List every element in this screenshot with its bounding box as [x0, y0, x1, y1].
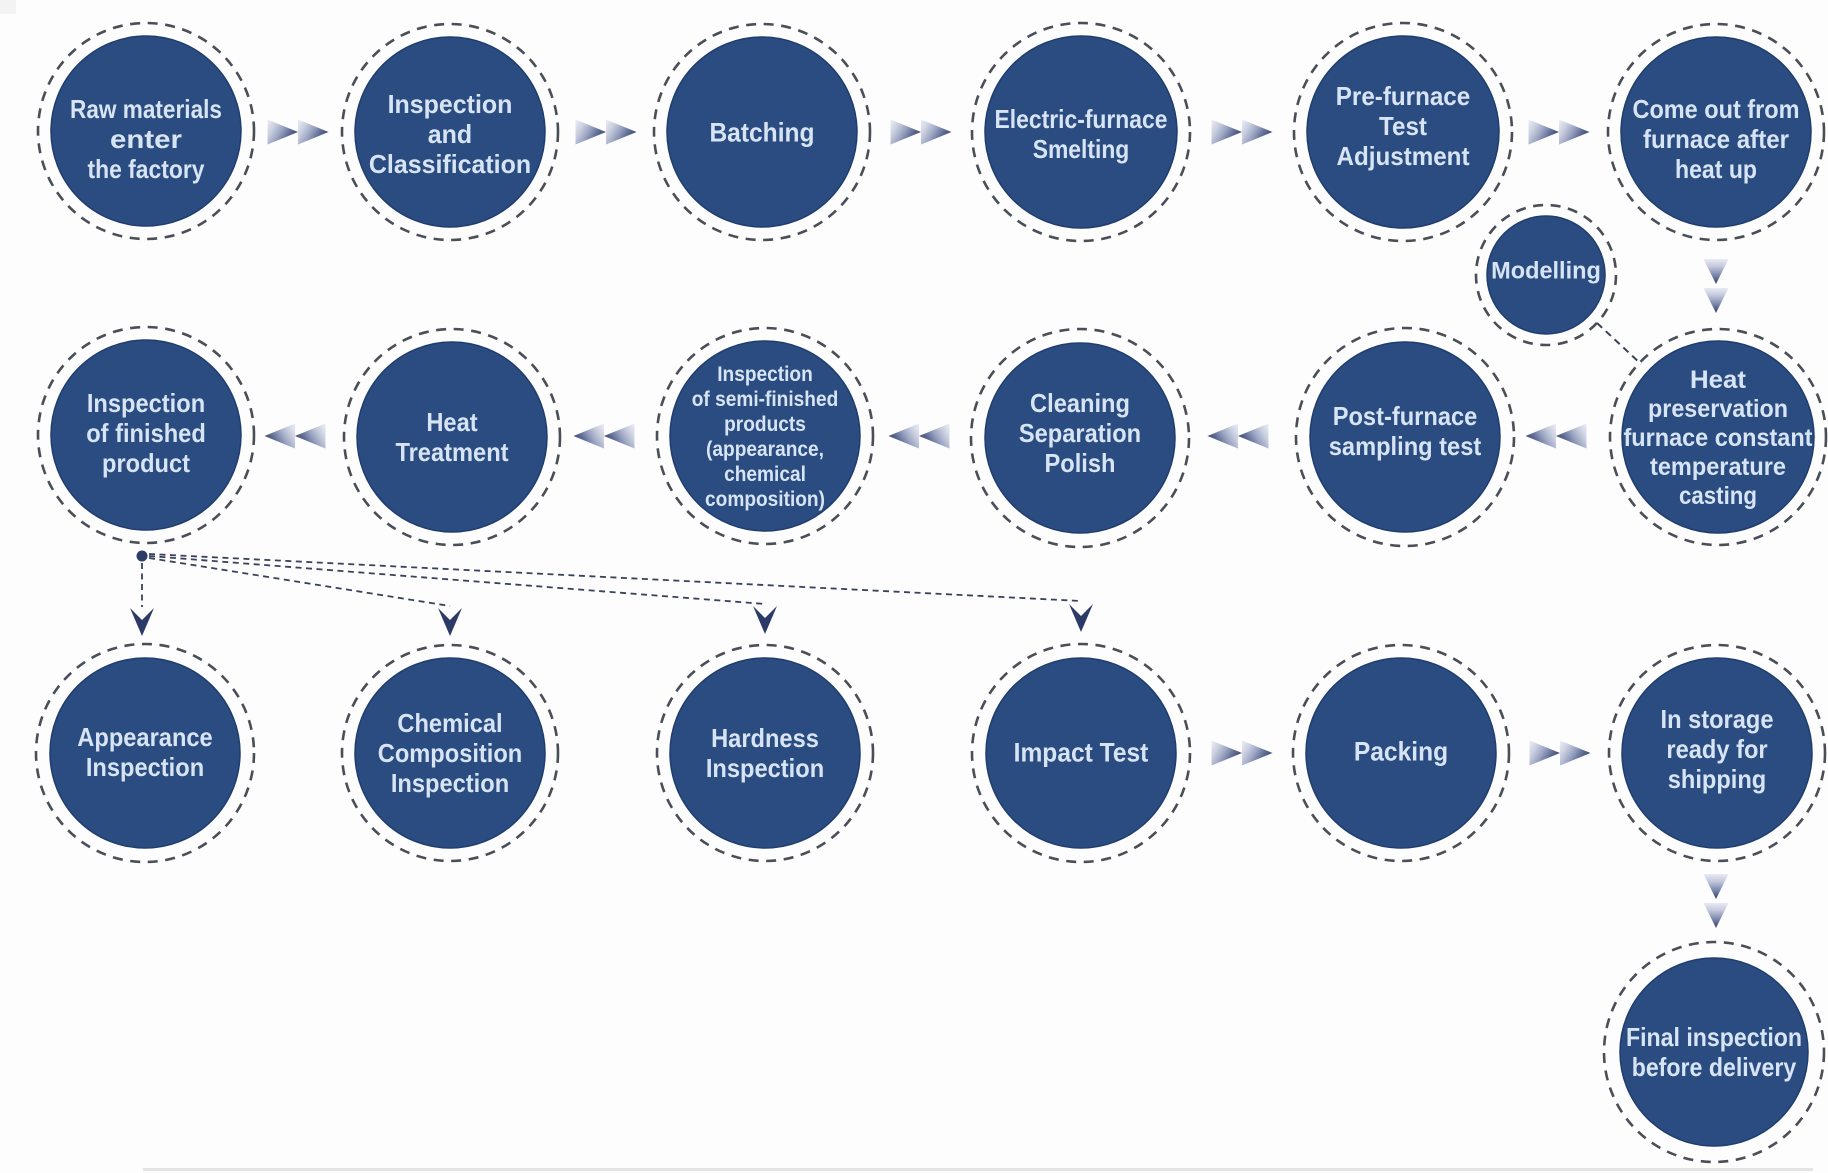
svg-text:Batching: Batching: [709, 117, 814, 147]
svg-text:Packing: Packing: [1354, 737, 1448, 767]
svg-text:In storage: In storage: [1661, 704, 1774, 734]
svg-text:Treatment: Treatment: [395, 437, 508, 467]
svg-text:temperature: temperature: [1650, 453, 1786, 481]
svg-text:Inspection: Inspection: [87, 388, 205, 418]
svg-text:Test: Test: [1379, 111, 1427, 141]
svg-text:Cleaning: Cleaning: [1030, 388, 1130, 418]
svg-text:(appearance,: (appearance,: [706, 438, 824, 461]
svg-text:Polish: Polish: [1045, 448, 1116, 478]
svg-text:Heat: Heat: [1690, 366, 1747, 394]
svg-text:Electric-furnace: Electric-furnace: [995, 104, 1168, 134]
svg-text:Hardness: Hardness: [711, 723, 819, 753]
svg-text:shipping: shipping: [1668, 764, 1767, 794]
svg-text:product: product: [102, 448, 190, 478]
svg-text:furnace constant: furnace constant: [1624, 424, 1814, 452]
svg-text:furnace after: furnace after: [1643, 124, 1789, 154]
svg-text:chemical: chemical: [724, 463, 806, 486]
svg-text:Classification: Classification: [369, 149, 531, 179]
svg-text:Raw materials: Raw materials: [70, 94, 222, 124]
svg-text:Heat: Heat: [426, 407, 478, 437]
svg-text:ready for: ready for: [1666, 734, 1767, 764]
svg-text:composition): composition): [705, 488, 825, 511]
svg-text:Pre-furnace: Pre-furnace: [1336, 81, 1470, 111]
svg-text:Inspection: Inspection: [391, 768, 509, 798]
svg-text:heat up: heat up: [1675, 154, 1757, 184]
svg-text:before delivery: before delivery: [1632, 1052, 1797, 1082]
svg-text:Adjustment: Adjustment: [1337, 141, 1470, 171]
svg-text:Final inspection: Final inspection: [1626, 1022, 1802, 1052]
svg-text:Come out from: Come out from: [1633, 94, 1800, 124]
svg-text:Composition: Composition: [378, 738, 523, 768]
svg-text:preservation: preservation: [1648, 395, 1788, 423]
svg-text:the factory: the factory: [88, 154, 205, 184]
svg-text:casting: casting: [1679, 482, 1757, 510]
svg-text:Chemical: Chemical: [397, 708, 502, 738]
svg-text:Inspection: Inspection: [388, 89, 513, 119]
svg-text:products: products: [724, 413, 806, 436]
svg-text:Impact Test: Impact Test: [1014, 738, 1149, 768]
svg-text:Inspection: Inspection: [86, 752, 204, 782]
svg-text:Appearance: Appearance: [77, 722, 212, 752]
svg-text:Post-furnace: Post-furnace: [1333, 401, 1478, 431]
svg-text:Inspection: Inspection: [706, 753, 824, 783]
svg-text:enter: enter: [110, 124, 182, 154]
svg-text:Modelling: Modelling: [1491, 257, 1601, 284]
svg-text:sampling test: sampling test: [1329, 431, 1482, 461]
svg-text:Smelting: Smelting: [1033, 134, 1130, 164]
svg-text:of finished: of finished: [86, 418, 206, 448]
svg-text:Separation: Separation: [1019, 418, 1141, 448]
svg-text:Inspection: Inspection: [717, 363, 813, 386]
svg-text:and: and: [428, 119, 472, 149]
svg-text:of semi-finished: of semi-finished: [692, 388, 839, 411]
